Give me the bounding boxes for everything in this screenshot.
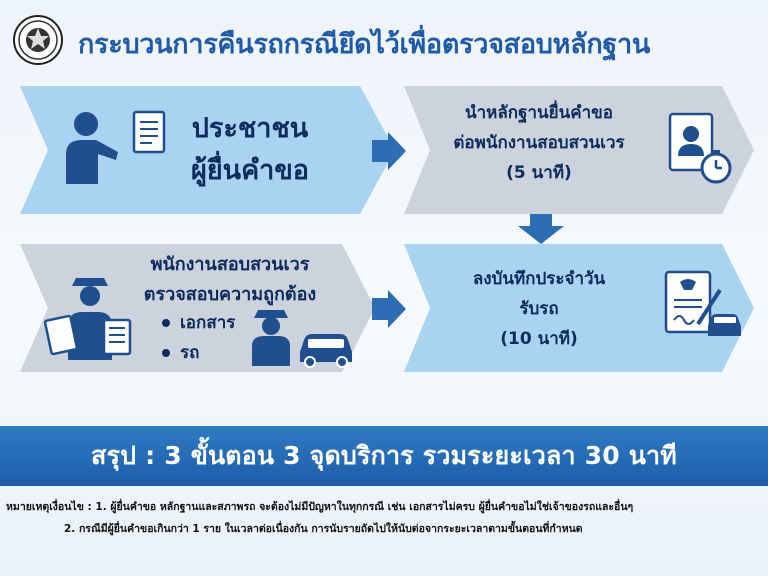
bullet-documents-label: เอกสาร [180,313,236,333]
step-1-line-2: ผู้ยื่นคำขอ [191,155,309,186]
notes-section: หมายเหตุเงื่อนไข : 1. ผู้ยื่นคำขอ หลักฐา… [0,496,768,540]
arrow-right-icon [372,132,406,170]
step-4-record-and-return: ลงบันทึกประจำวัน รับรถ (10 นาที) [404,244,754,372]
officer-with-documents-icon [43,278,132,360]
step-4-line-3: (10 นาที) [500,329,578,349]
step-1-line-1: ประชาชน [191,113,309,144]
person-presenting-icon [66,110,166,184]
signed-document-car-icon [664,270,741,336]
step-2-shape [404,86,754,214]
note-line-1: หมายเหตุเงื่อนไข : 1. ผู้ยื่นคำขอ หลักฐา… [6,501,634,513]
police-emblem-icon [13,15,63,65]
header: กระบวนการคืนรถกรณียึดไว้เพื่อตรวจสอบหลัก… [0,0,768,80]
page-title: กระบวนการคืนรถกรณียึดไว้เพื่อตรวจสอบหลัก… [78,29,650,60]
step-1-shape [20,86,395,214]
step-2-submit-evidence: นำหลักฐานยื่นคำขอ ต่อพนักงานสอบสวนเวร (5… [404,86,754,214]
bullet-vehicle-label: รถ [180,343,200,363]
summary-text: สรุป : 3 ขั้นตอน 3 จุดบริการ รวมระยะเวลา… [91,441,677,470]
step-3-line-2: ตรวจสอบความถูกต้อง [143,284,317,305]
note-line-2: 2. กรณีมีผู้ยื่นคำขอเกินกว่า 1 ราย ในเวล… [64,523,583,535]
bullet-vehicle: รถ [162,338,235,368]
step-1-citizen: ประชาชน ผู้ยื่นคำขอ [20,86,395,214]
step-2-line-2: ต่อพนักงานสอบสวนเวร [453,133,625,153]
id-document-stopwatch-icon [668,112,732,184]
bullet-documents: เอกสาร [162,308,235,338]
step-4-line-1: ลงบันทึกประจำวัน [472,269,606,289]
summary-bar: สรุป : 3 ขั้นตอน 3 จุดบริการ รวมระยะเวลา… [0,426,768,486]
step-3-officer-verify: พนักงานสอบสวนเวร ตรวจสอบความถูกต้อง เอกส… [20,244,375,372]
arrow-right-icon [372,290,406,328]
step-4-line-2: รับรถ [519,299,559,319]
officer-with-car-icon [252,310,352,368]
arrow-down-icon [518,214,564,244]
step-2-line-3: (5 นาที) [506,163,572,183]
step-3-line-1: พนักงานสอบสวนเวร [150,254,310,275]
step-2-line-1: นำหลักฐานยื่นคำขอ [465,103,613,123]
